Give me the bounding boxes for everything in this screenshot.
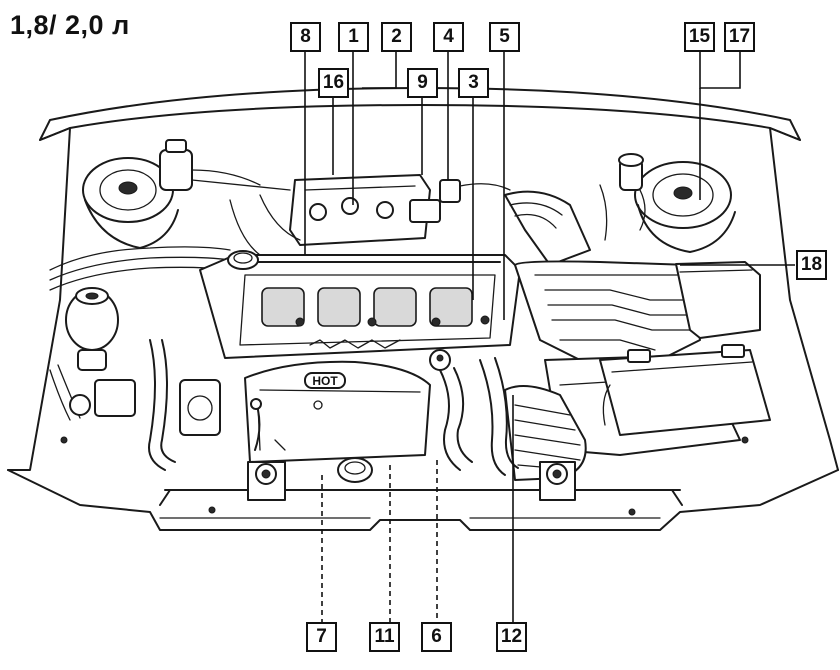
- callout-2: 2: [381, 22, 412, 52]
- hot-warning-label: HOT: [312, 374, 338, 388]
- intake-manifold: HOT: [244, 360, 431, 463]
- cylinder-head-cover: [199, 250, 521, 359]
- callout-4: 4: [433, 22, 464, 52]
- radiator-cap: [337, 457, 373, 483]
- callout-5: 5: [489, 22, 520, 52]
- callout-11: 11: [369, 622, 400, 652]
- air-intake-hose: [459, 183, 591, 266]
- callout-16: 16: [318, 68, 349, 98]
- callout-3: 3: [458, 68, 489, 98]
- callout-1: 1: [338, 22, 369, 52]
- callout-18: 18: [796, 250, 827, 280]
- callout-9: 9: [407, 68, 438, 98]
- callout-12: 12: [496, 622, 527, 652]
- callout-7: 7: [306, 622, 337, 652]
- power-steering-reservoir: [65, 287, 119, 371]
- bottom-callout-leaders: [321, 395, 514, 622]
- battery: [599, 344, 771, 436]
- callout-17: 17: [724, 22, 755, 52]
- coolant-hoses: [429, 349, 519, 476]
- washer-reservoir-cap: [599, 153, 646, 241]
- callout-8: 8: [290, 22, 321, 52]
- right-strut-tower: [634, 161, 736, 253]
- fuse-box: [675, 261, 761, 339]
- callout-leaders: [304, 52, 795, 320]
- intake-plenum: [229, 174, 461, 256]
- engine-variant-title: 1,8/ 2,0 л: [10, 10, 130, 40]
- front-mounts: [60, 436, 749, 516]
- callout-15: 15: [684, 22, 715, 52]
- brake-fluid-reservoir: [159, 139, 291, 191]
- callout-6: 6: [421, 622, 452, 652]
